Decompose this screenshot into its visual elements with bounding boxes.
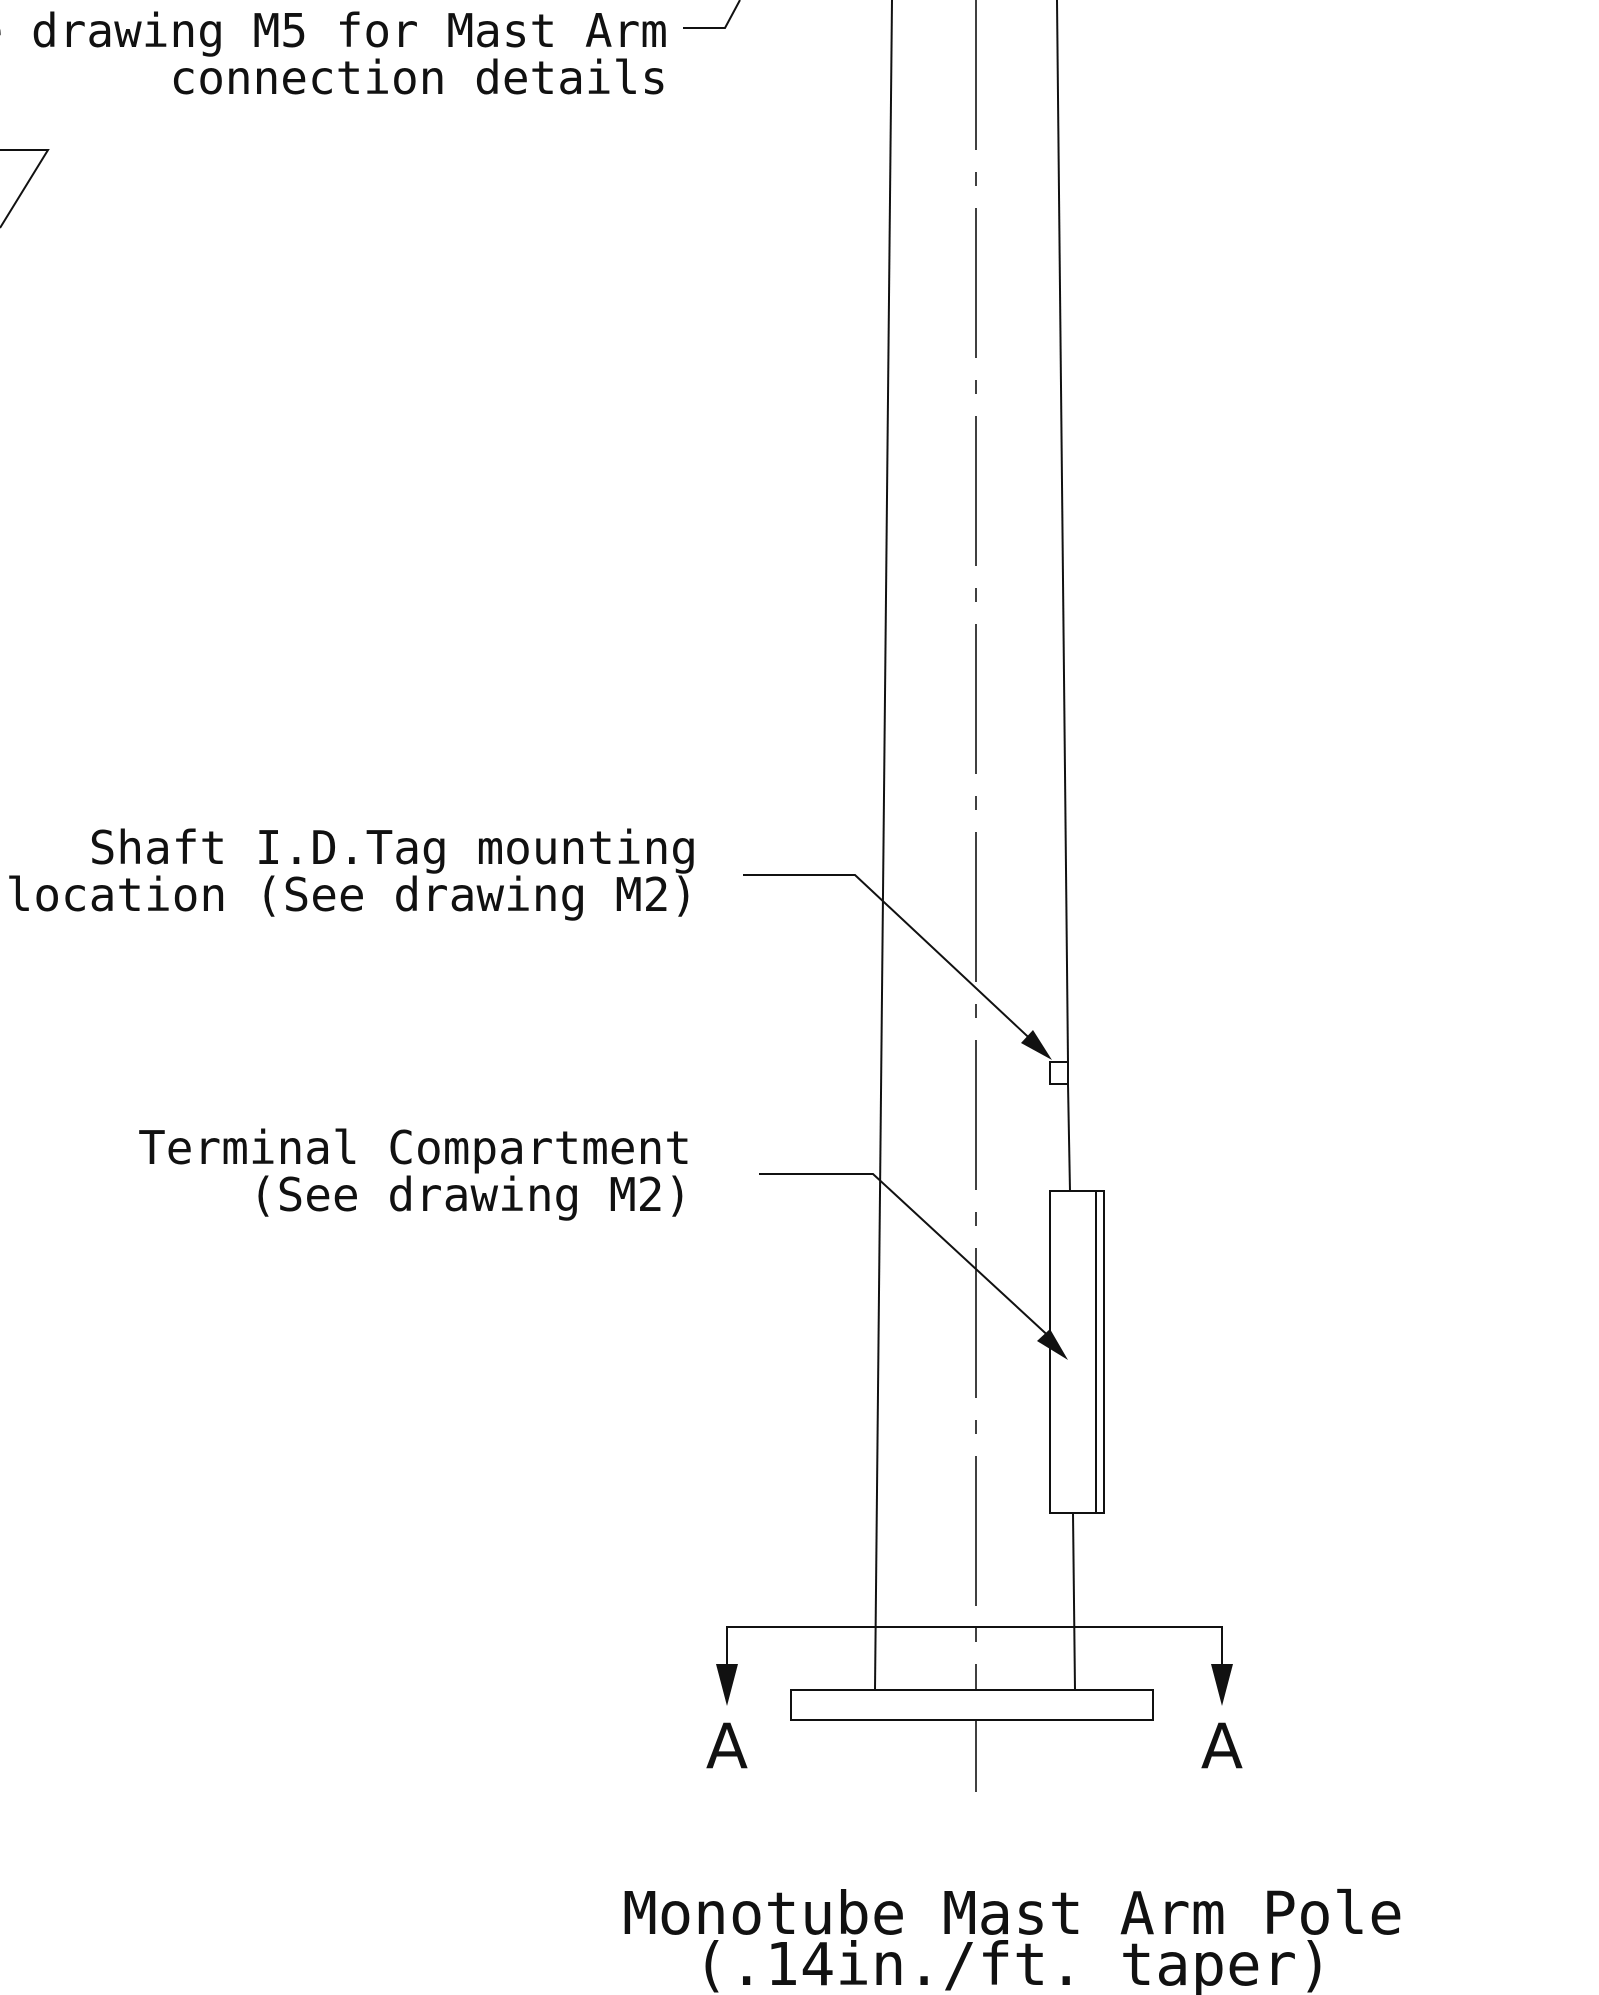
section-mark-left: A [706, 1710, 748, 1783]
id-tag-note-line1: Shaft I.D.Tag mounting [89, 821, 698, 875]
drawing-title-line2: (.14in./ft. taper) [693, 1930, 1332, 1995]
pole-right-edge-lower [1072, 1512, 1076, 1691]
section-arrow-right [1211, 1664, 1233, 1706]
terminal-leader-arrowhead [1037, 1329, 1068, 1360]
mast-arm-note-line2: connection details [170, 51, 669, 105]
pole-right-edge-middle [1067, 1083, 1071, 1192]
base-plate [790, 1689, 1154, 1721]
shaft-id-tag [1049, 1061, 1069, 1085]
edge-fragment-line [0, 149, 50, 229]
section-arrow-left [716, 1664, 738, 1706]
id-tag-leader-arrowhead [1021, 1030, 1052, 1060]
section-cut-line [726, 1626, 1223, 1700]
pole-left-edge [874, 0, 893, 1691]
id-tag-leader-line [743, 874, 1041, 1049]
pole-right-edge-upper [1056, 0, 1069, 1063]
mast-arm-note-line1: e drawing M5 for Mast Arm [0, 4, 668, 58]
id-tag-note-line2: location (See drawing M2) [6, 868, 698, 922]
terminal-leader-line [759, 1173, 1056, 1343]
terminal-note-line1: Terminal Compartment [138, 1121, 692, 1175]
section-mark-right: A [1201, 1710, 1243, 1783]
mast-arm-leader-line [683, 0, 741, 29]
drawing-title-line1: Monotube Mast Arm Pole [622, 1879, 1403, 1948]
terminal-note-line2: (See drawing M2) [249, 1168, 692, 1222]
